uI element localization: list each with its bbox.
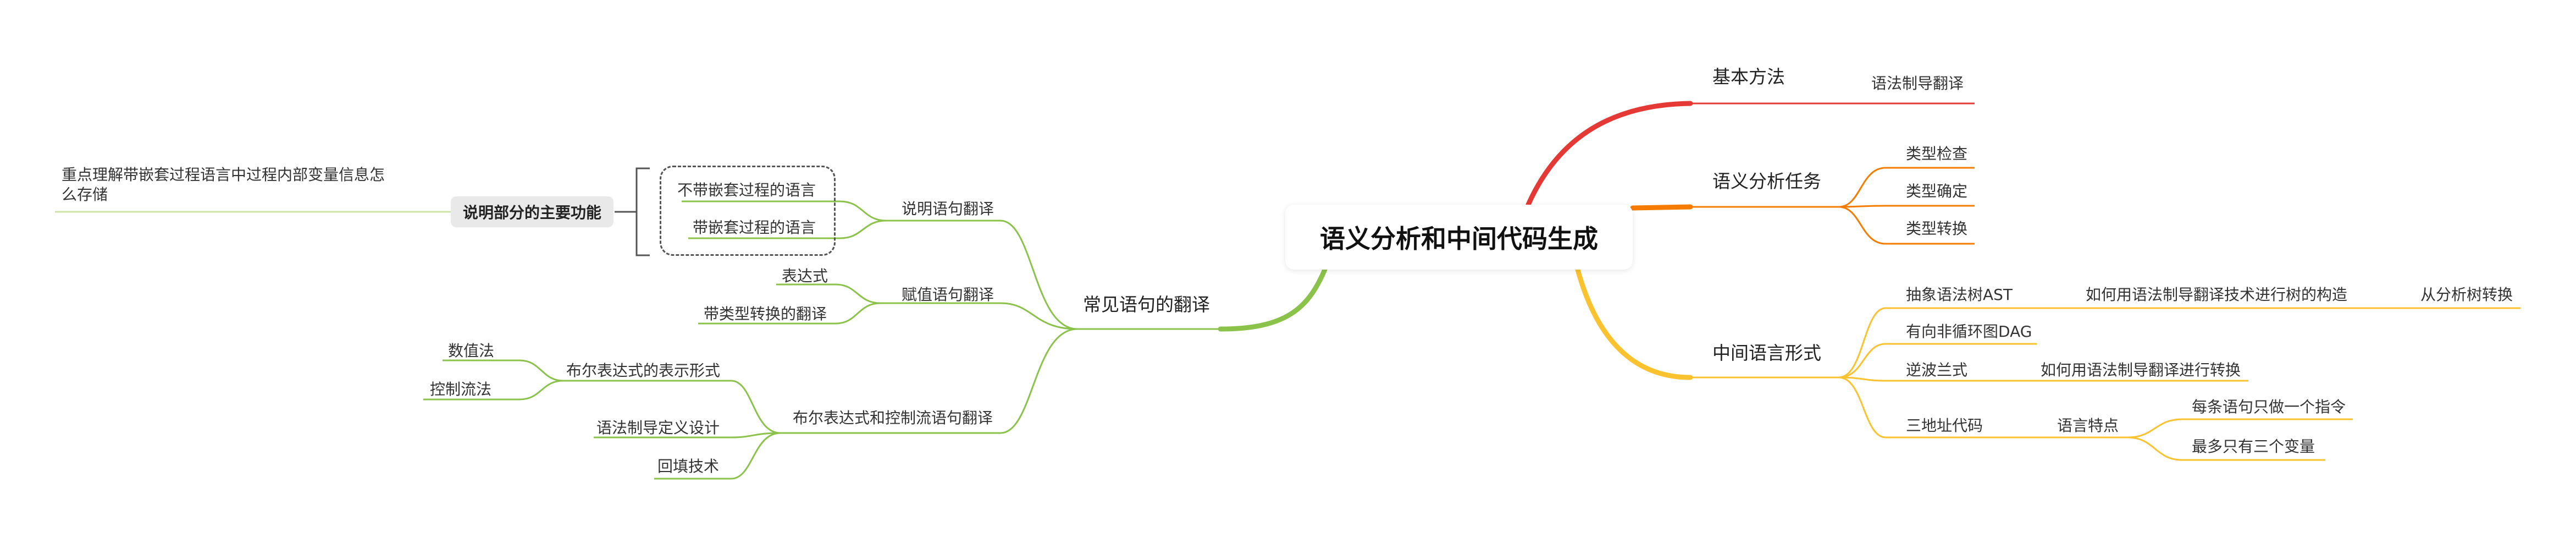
topic-bool-representation[interactable]: 布尔表达式的表示形式: [566, 361, 721, 380]
topic-type-conversion-translation[interactable]: 带类型转换的翻译: [704, 305, 827, 323]
topic-basic-method[interactable]: 基本方法: [1712, 66, 1785, 87]
link-tac-1: [2127, 418, 2353, 439]
link-common-decl: [886, 220, 1078, 330]
note-nested-vars[interactable]: 重点理解带嵌套过程语言中过程内部变量信息怎么存储: [62, 166, 385, 204]
link-root-basic: [1525, 101, 1693, 207]
topic-rpn[interactable]: 逆波兰式: [1906, 361, 1968, 379]
link-root-common: [1218, 267, 1328, 332]
link-ir-ast: [1838, 307, 2520, 379]
topic-three-vars[interactable]: 最多只有三个变量: [2192, 437, 2315, 456]
link-root-ir: [1575, 267, 1693, 380]
link-tasks-3: [1838, 206, 1975, 245]
topic-assign-translation[interactable]: 赋值语句翻译: [902, 286, 994, 304]
topic-bool-control-flow[interactable]: 布尔表达式和控制流语句翻译: [793, 409, 993, 427]
topic-ir-forms[interactable]: 中间语言形式: [1712, 342, 1821, 364]
link-tac-2: [2127, 436, 2325, 461]
link-tasks-2: [1838, 205, 1975, 208]
link-assign-2: [698, 302, 881, 325]
topic-common-translation[interactable]: 常见语句的翻译: [1083, 294, 1210, 315]
summary-decl-function[interactable]: 说明部分的主要功能: [451, 196, 613, 227]
link-repr-2: [423, 380, 564, 401]
topic-non-nested-lang[interactable]: 不带嵌套过程的语言: [677, 181, 816, 199]
summary-group-box: [660, 166, 836, 256]
topic-nested-lang[interactable]: 带嵌套过程的语言: [693, 218, 816, 237]
topic-tac[interactable]: 三地址代码: [1906, 417, 1983, 435]
link-ir-tac: [1838, 376, 2127, 439]
topic-from-parse-tree[interactable]: 从分析树转换: [2420, 286, 2513, 304]
topic-rpn-convert[interactable]: 如何用语法制导翻译进行转换: [2041, 361, 2241, 379]
topic-type-convert[interactable]: 类型转换: [1906, 220, 1968, 238]
topic-sdd-design[interactable]: 语法制导定义设计: [596, 419, 720, 437]
topic-semantic-tasks[interactable]: 语义分析任务: [1712, 171, 1821, 192]
topic-decl-translation[interactable]: 说明语句翻译: [902, 200, 994, 218]
link-decl-1: [682, 200, 887, 222]
link-decl-2: [688, 220, 887, 239]
link-bool-1: [594, 432, 781, 439]
link-common-assign: [881, 302, 1078, 330]
topic-type-check[interactable]: 类型检查: [1906, 145, 1968, 163]
root-topic[interactable]: 语义分析和中间代码生成: [1285, 205, 1633, 270]
link-ir-rpn: [1838, 376, 2248, 382]
topic-numeric-method[interactable]: 数值法: [448, 342, 495, 360]
topic-dag[interactable]: 有向非循环图DAG: [1906, 322, 2032, 341]
link-bool-2: [654, 432, 781, 480]
link-root-tasks: [1630, 204, 1693, 211]
topic-backpatching[interactable]: 回填技术: [657, 457, 720, 475]
topic-one-instruction[interactable]: 每条语句只做一个指令: [2192, 398, 2346, 416]
link-repr-1: [443, 359, 564, 382]
topic-type-determine[interactable]: 类型确定: [1906, 182, 1968, 200]
topic-tac-features[interactable]: 语言特点: [2057, 417, 2119, 435]
topic-ast[interactable]: 抽象语法树AST: [1906, 286, 2013, 304]
link-bool-repr: [563, 380, 781, 434]
link-common-bool: [781, 328, 1078, 434]
link-ir-dag: [1838, 343, 2037, 379]
topic-sdt[interactable]: 语法制导翻译: [1871, 74, 1964, 92]
link-assign-1: [776, 283, 881, 304]
topic-expression[interactable]: 表达式: [782, 267, 828, 285]
topic-control-flow-method[interactable]: 控制流法: [430, 380, 492, 398]
summary-bracket: [615, 167, 650, 256]
topic-ast-construct[interactable]: 如何用语法制导翻译技术进行树的构造: [2086, 286, 2348, 304]
link-tasks-1: [1838, 167, 1975, 208]
